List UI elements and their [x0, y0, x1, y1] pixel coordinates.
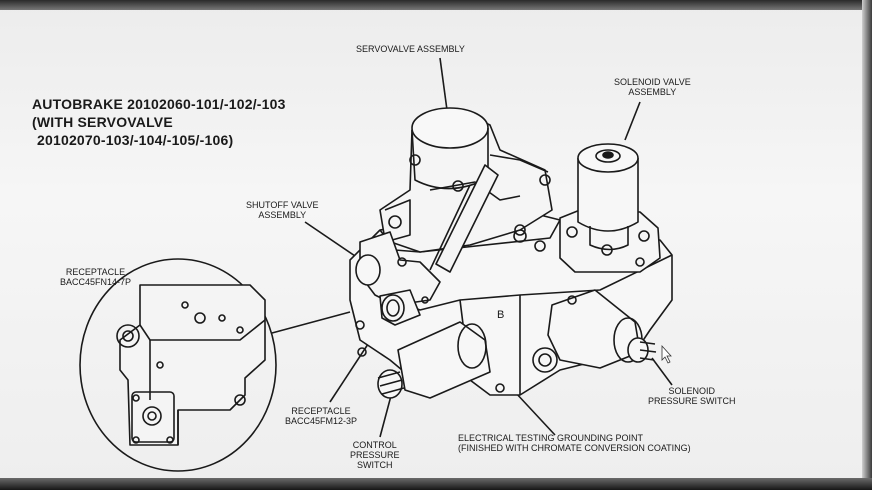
- label-receptacle-bacc45fn14: RECEPTACLE BACC45FN14-7P: [60, 267, 131, 287]
- label-servovalve-assembly: SERVOVALVE ASSEMBLY: [356, 44, 465, 54]
- shutoff-valve-assembly: [355, 231, 441, 326]
- inset-housing: [116, 284, 266, 446]
- receptacle-inset-circle: [79, 258, 277, 472]
- label-control-pressure-switch: CONTROL PRESSURE SWITCH: [350, 440, 400, 470]
- body-letter-b: B: [497, 309, 505, 321]
- leader-shutoff-valve: [304, 221, 359, 259]
- label-shutoff-valve-line2: ASSEMBLY: [258, 210, 307, 220]
- leader-solenoid-pressure-switch: [651, 357, 673, 386]
- leader-control-pressure-switch: [379, 391, 393, 438]
- label-solenoid-ps-line1: SOLENOID: [668, 386, 716, 396]
- label-solenoid-valve-line1: SOLENOID VALVE: [614, 77, 691, 87]
- leader-grounding-point: [514, 391, 556, 436]
- solenoid-pressure-switch: [547, 289, 657, 369]
- label-receptacle-12-line2: BACC45FM12-3P: [285, 416, 358, 426]
- label-receptacle-12-line1: RECEPTACLE: [291, 406, 351, 416]
- leader-solenoid-valve: [624, 101, 641, 141]
- label-solenoid-valve-assembly: SOLENOID VALVE ASSEMBLY: [614, 77, 691, 97]
- monitor-bezel-top: [0, 0, 872, 10]
- title-line-1: AUTOBRAKE 20102060-101/-102/-103: [32, 96, 286, 112]
- leader-servovalve: [439, 57, 448, 111]
- label-grounding-line1: ELECTRICAL TESTING GROUNDING POINT: [458, 433, 644, 443]
- label-receptacle-14-line2: BACC45FN14-7P: [60, 277, 132, 287]
- diagram-title: AUTOBRAKE 20102060-101/-102/-103 (WITH S…: [32, 95, 286, 149]
- leader-receptacle-14: [271, 311, 351, 334]
- solenoid-valve-assembly: [559, 143, 661, 273]
- label-solenoid-valve-line2: ASSEMBLY: [628, 87, 677, 97]
- label-grounding-point: ELECTRICAL TESTING GROUNDING POINT (FINI…: [458, 433, 691, 453]
- label-grounding-line2: (FINISHED WITH CHROMATE CONVERSION COATI…: [458, 443, 691, 453]
- label-solenoid-pressure-switch: SOLENOID PRESSURE SWITCH: [648, 386, 736, 406]
- label-control-line1: CONTROL: [352, 440, 397, 450]
- control-pressure-switch: [377, 321, 491, 399]
- servovalve-assembly: [379, 107, 553, 273]
- label-solenoid-ps-line2: PRESSURE SWITCH: [648, 396, 736, 406]
- label-shutoff-valve-assembly: SHUTOFF VALVE ASSEMBLY: [246, 200, 319, 220]
- label-control-line3: SWITCH: [357, 460, 393, 470]
- label-receptacle-bacc45fm12: RECEPTACLE BACC45FM12-3P: [285, 406, 357, 426]
- mouse-cursor-icon: [661, 344, 672, 364]
- label-receptacle-14-line1: RECEPTACLE: [65, 267, 126, 277]
- leader-receptacle-12: [329, 337, 373, 403]
- monitor-bezel-bottom: [0, 478, 872, 490]
- title-line-2: (WITH SERVOVALVE: [32, 114, 173, 130]
- label-control-line2: PRESSURE: [350, 450, 400, 460]
- monitor-bezel-right: [862, 0, 872, 490]
- label-shutoff-valve-line1: SHUTOFF VALVE: [246, 200, 319, 210]
- title-line-3: 20102070-103/-104/-105/-106): [37, 132, 234, 148]
